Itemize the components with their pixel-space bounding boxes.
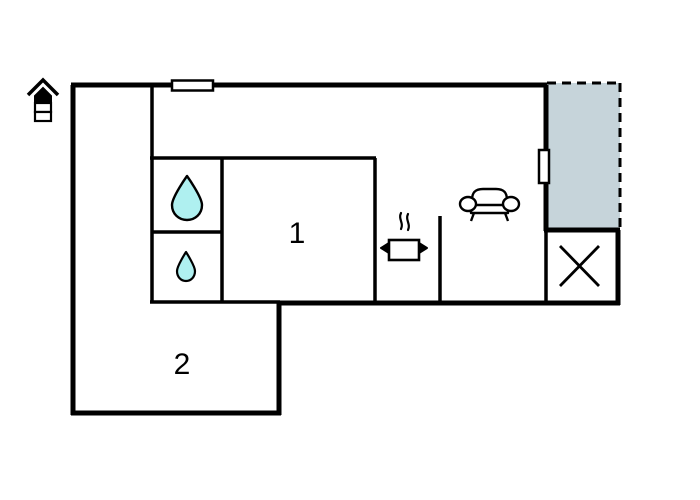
terrace-fill [547,83,620,230]
door-terrace[interactable] [537,148,551,185]
room-number-2: 2 [174,348,191,381]
pot-body-icon [387,238,421,262]
interior-partitions [150,86,548,304]
water-drop-large-shape [170,174,204,222]
steam-wisp-right-icon [406,212,410,232]
sofa-arm-left-icon [458,195,478,213]
cooking-pot-icon [380,211,428,262]
sofa-arm-right-icon [501,195,521,213]
steam-wisp-left-icon [399,211,403,231]
house-cell-lower-icon [33,110,53,123]
terrace-area [547,81,622,231]
sofa-icon [458,187,521,222]
cross-stroke-b-icon [558,245,601,287]
house-cell-upper-icon [33,101,53,114]
house-band-icon [34,86,52,104]
window-top-wall[interactable] [170,79,215,92]
pot-handle-right-icon [418,242,428,254]
walls [70,82,621,416]
openings [170,79,551,185]
crossed-room-icon [558,245,601,287]
water-drop-large-icon [170,174,204,222]
room-number-1: 1 [289,217,306,250]
house-roof-icon [26,77,60,97]
water-drop-small-shape [175,250,197,283]
pot-handle-left-icon [380,242,390,254]
sofa-backrest-icon [470,187,509,208]
house-north-icon [26,77,60,123]
sofa-leg-right-icon [503,212,510,222]
sofa-leg-left-icon [469,212,476,222]
water-drop-small-icon [175,250,197,283]
